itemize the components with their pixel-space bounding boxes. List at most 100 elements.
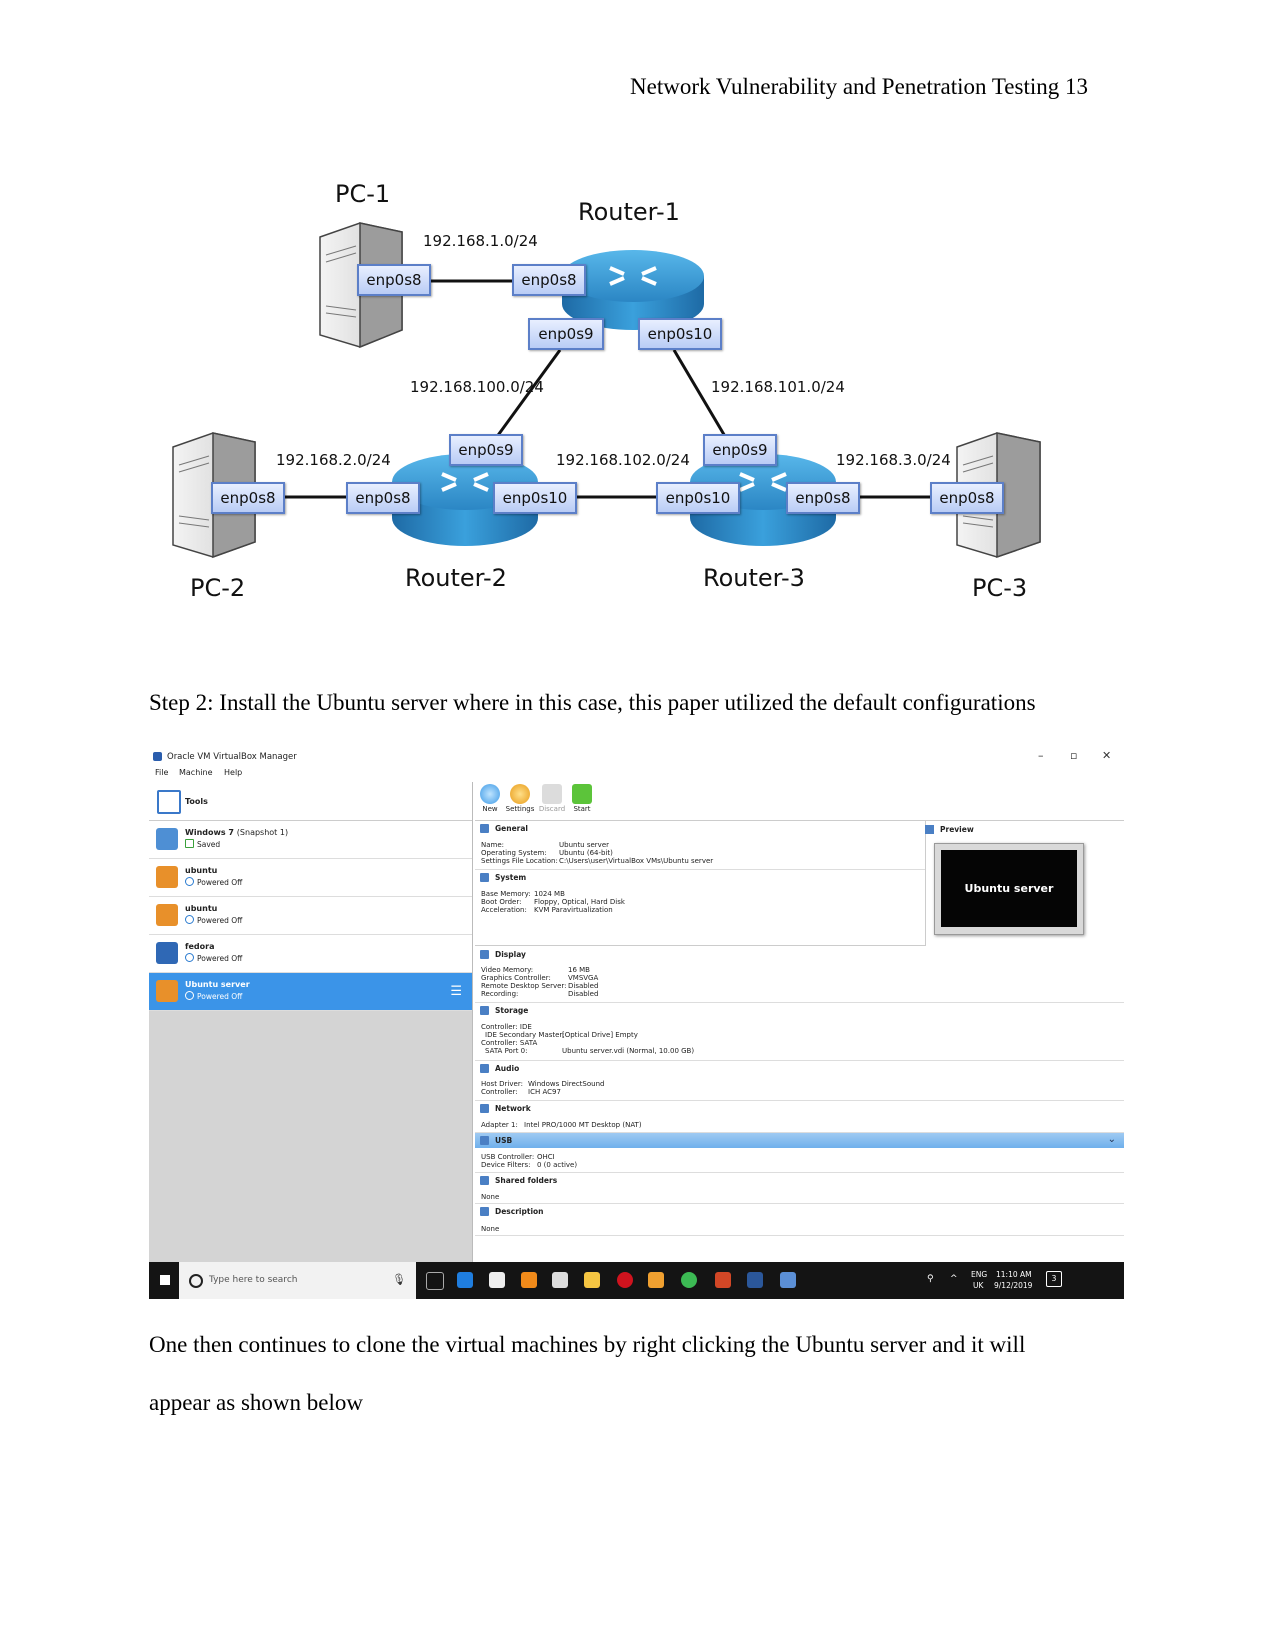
language-indicator[interactable]: ENG [971,1270,988,1279]
section-audio[interactable]: Audio Host Driver:Windows DirectSound Co… [475,1061,1124,1101]
field-key: Graphics Controller: [481,974,551,982]
task-view-icon[interactable] [426,1272,444,1290]
windows-start-icon[interactable] [160,1275,170,1285]
settings-button[interactable]: Settings [505,784,535,813]
section-system[interactable]: System Base Memory:1024 MB Boot Order:Fl… [475,870,925,946]
people-icon[interactable]: ⚲ [927,1274,934,1284]
vm-item-ubuntu-server[interactable]: Ubuntu server Powered Off ☰ [149,973,472,1011]
vm-name: ubuntu [185,866,218,875]
folder-icon [480,1176,489,1185]
new-button[interactable]: New [475,784,505,813]
pc3-label: PC-3 [972,574,1028,602]
menu-help[interactable]: Help [224,768,243,777]
microphone-icon[interactable]: 🎙 [392,1273,406,1286]
field-value: C:\Users\user\VirtualBox VMs\Ubuntu serv… [559,857,714,865]
taskbar-search-box[interactable]: Type here to search 🎙 [179,1262,416,1299]
new-label: New [482,805,498,813]
minimize-button[interactable]: – [1038,749,1044,762]
section-title: Storage [495,1006,529,1015]
start-label: Start [573,805,591,813]
field-key: SATA Port 0: [485,1047,528,1055]
chevron-down-icon[interactable]: ⌄ [1107,1134,1116,1145]
preview-title: Preview [940,825,974,834]
file-explorer-icon[interactable] [584,1272,600,1288]
running-head: Network Vulnerability and Penetration Te… [630,74,1088,99]
list-menu-icon[interactable]: ☰ [450,984,462,999]
powered-off-icon [185,877,194,886]
section-storage[interactable]: Storage Controller: IDE IDE Secondary Ma… [475,1003,1124,1061]
section-display[interactable]: Display Video Memory:16 MB Graphics Cont… [475,947,1124,1003]
firefox-icon[interactable] [648,1272,664,1288]
network-label-2: 192.168.2.0/24 [276,451,391,469]
section-description[interactable]: Description None [475,1204,1124,1236]
edge-icon[interactable] [457,1272,473,1288]
field-key: Acceleration: [481,906,527,914]
menu-file[interactable]: File [155,768,169,777]
discard-label: Discard [538,805,566,813]
menu-machine[interactable]: Machine [179,768,213,777]
router3-top-interface: enp0s9 [703,434,777,466]
saved-state-icon [185,839,194,848]
field-key: Host Driver: [481,1080,523,1088]
windows7-os-icon [156,828,178,850]
monitor-icon [925,825,934,834]
notification-center-icon[interactable]: 3 [1046,1271,1062,1287]
router2-label: Router-2 [405,564,507,592]
router3-right-interface: enp0s8 [786,482,860,514]
router1-icon [562,250,704,330]
field-value: KVM Paravirtualization [534,906,613,914]
ubuntu-os-icon [156,866,178,888]
field-value: 1024 MB [534,890,565,898]
vm-item-ubuntu-2[interactable]: ubuntu Powered Off [149,897,472,935]
chrome-icon[interactable] [681,1272,697,1288]
start-arrow-icon [572,784,592,804]
discard-button[interactable]: Discard [537,784,567,813]
section-network[interactable]: Network Adapter 1:Intel PRO/1000 MT Desk… [475,1101,1124,1133]
gear-icon [510,784,530,804]
clone-line-1: One then continues to clone the virtual … [149,1332,1026,1357]
details-pane: General Name:Ubuntu server Operating Sys… [475,821,1124,1262]
store-icon[interactable] [489,1272,505,1288]
router2-right-interface: enp0s10 [493,482,577,514]
powerpoint-icon[interactable] [715,1272,731,1288]
tools-label: Tools [185,797,208,806]
windows-taskbar: Type here to search 🎙 ⚲ ^ ENG UK 11:10 A… [149,1262,1124,1299]
field-value: None [481,1193,500,1201]
section-usb[interactable]: USB ⌄ USB Controller:OHCI Device Filters… [475,1133,1124,1173]
section-title: Description [495,1207,544,1216]
vm-state: Saved [197,840,221,849]
vm-item-windows7[interactable]: Windows 7 (Snapshot 1) Saved [149,821,472,859]
opera-icon[interactable] [617,1272,633,1288]
clone-paragraph: One then continues to clone the virtual … [149,1316,1116,1432]
field-value: Ubuntu server [559,841,610,849]
restore-button[interactable]: ▫ [1070,749,1078,762]
section-title: Shared folders [495,1176,558,1185]
vm-item-ubuntu-1[interactable]: ubuntu Powered Off [149,859,472,897]
tray-chevron-icon[interactable]: ^ [950,1274,958,1284]
tools-entry[interactable]: Tools [149,782,472,821]
vm-name: Ubuntu server [185,980,250,989]
preview-divider [925,821,926,946]
vm-state: Powered Off [197,992,243,1001]
close-button[interactable]: ✕ [1102,749,1112,762]
pc1-interface: enp0s8 [357,264,431,296]
virtualbox-screenshot: Oracle VM VirtualBox Manager – ▫ ✕ File … [149,747,1124,1299]
field-value: Intel PRO/1000 MT Desktop (NAT) [524,1121,642,1129]
mail-icon[interactable] [552,1272,568,1288]
start-button[interactable]: Start [567,784,597,813]
word-icon[interactable] [747,1272,763,1288]
field-key: USB Controller: [481,1153,535,1161]
section-shared-folders[interactable]: Shared folders None [475,1173,1124,1204]
section-general[interactable]: General Name:Ubuntu server Operating Sys… [475,821,925,870]
clock-date[interactable]: 9/12/2019 [994,1281,1033,1290]
general-icon [480,824,489,833]
field-value: None [481,1225,500,1233]
vlc-icon[interactable] [521,1272,537,1288]
vm-item-fedora[interactable]: fedora Powered Off [149,935,472,973]
region-indicator[interactable]: UK [973,1281,984,1290]
router1-label: Router-1 [578,198,680,226]
virtualbox-taskbar-icon[interactable] [780,1272,796,1288]
vm-name: fedora [185,942,215,951]
clock-time[interactable]: 11:10 AM [996,1270,1032,1279]
router3-left-interface: enp0s10 [656,482,740,514]
